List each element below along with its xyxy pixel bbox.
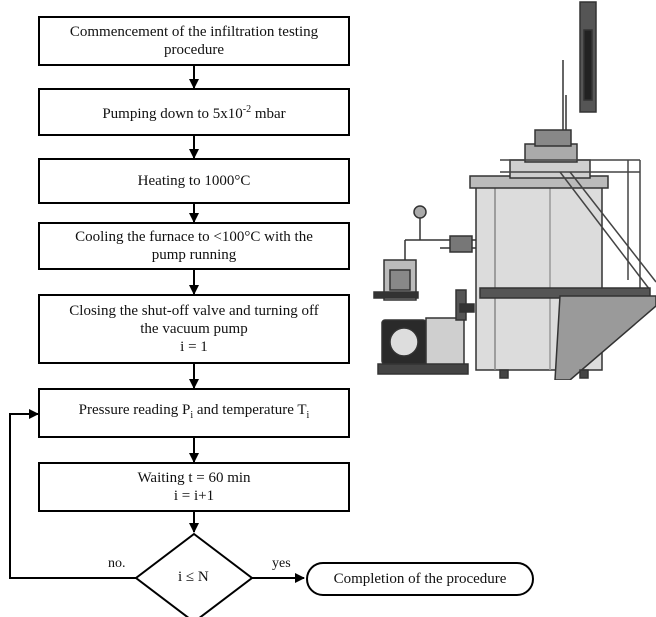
step-waiting: Waiting t = 60 min i = i+1 — [38, 462, 350, 512]
step-text: Pressure reading Pi and temperature Ti — [79, 401, 310, 425]
decision-diamond — [134, 532, 254, 617]
yes-label: yes — [272, 556, 291, 571]
decision-label: i ≤ N — [178, 569, 209, 585]
step-text-b: and temperature T — [193, 402, 307, 418]
terminal-text: Completion of the procedure — [333, 570, 507, 587]
step-commencement: Commencement of the infiltration testing… — [38, 16, 350, 66]
step-text-a-sub: i — [190, 410, 194, 421]
step-text-sup: -2 — [242, 104, 252, 115]
vacuum-furnace-drawing — [373, 1, 656, 380]
step-text: procedure — [164, 42, 224, 58]
terminal-completion: Completion of the procedure — [306, 562, 534, 596]
step-text-tail: mbar — [251, 106, 286, 122]
step-text-main: Pumping down to 5x10 — [102, 106, 243, 122]
step-heating: Heating to 1000°C — [38, 158, 350, 204]
step-text: i = 1 — [180, 339, 208, 355]
step-text: Heating to 1000°C — [137, 173, 251, 189]
step-pressure-reading: Pressure reading Pi and temperature Ti — [38, 388, 350, 438]
step-text: i = i+1 — [173, 488, 215, 504]
step-text-a: Pressure reading P — [78, 402, 191, 418]
no-label: no. — [108, 556, 126, 571]
step-text: pump running — [151, 247, 237, 263]
step-closing-valve: Closing the shut-off valve and turning o… — [38, 294, 350, 364]
step-text: Closing the shut-off valve and turning o… — [69, 303, 319, 319]
step-pumping: Pumping down to 5x10-2 mbar — [38, 88, 350, 136]
step-text: Waiting t = 60 min — [137, 470, 251, 486]
step-text: Commencement of the infiltration testing — [69, 24, 319, 40]
step-text: the vacuum pump — [140, 321, 248, 337]
step-text: Cooling the furnace to <100°C with the — [75, 229, 313, 245]
step-cooling: Cooling the furnace to <100°C with the p… — [38, 222, 350, 270]
step-text: Pumping down to 5x10-2 mbar — [102, 101, 285, 123]
step-text-b-sub: i — [306, 410, 310, 421]
